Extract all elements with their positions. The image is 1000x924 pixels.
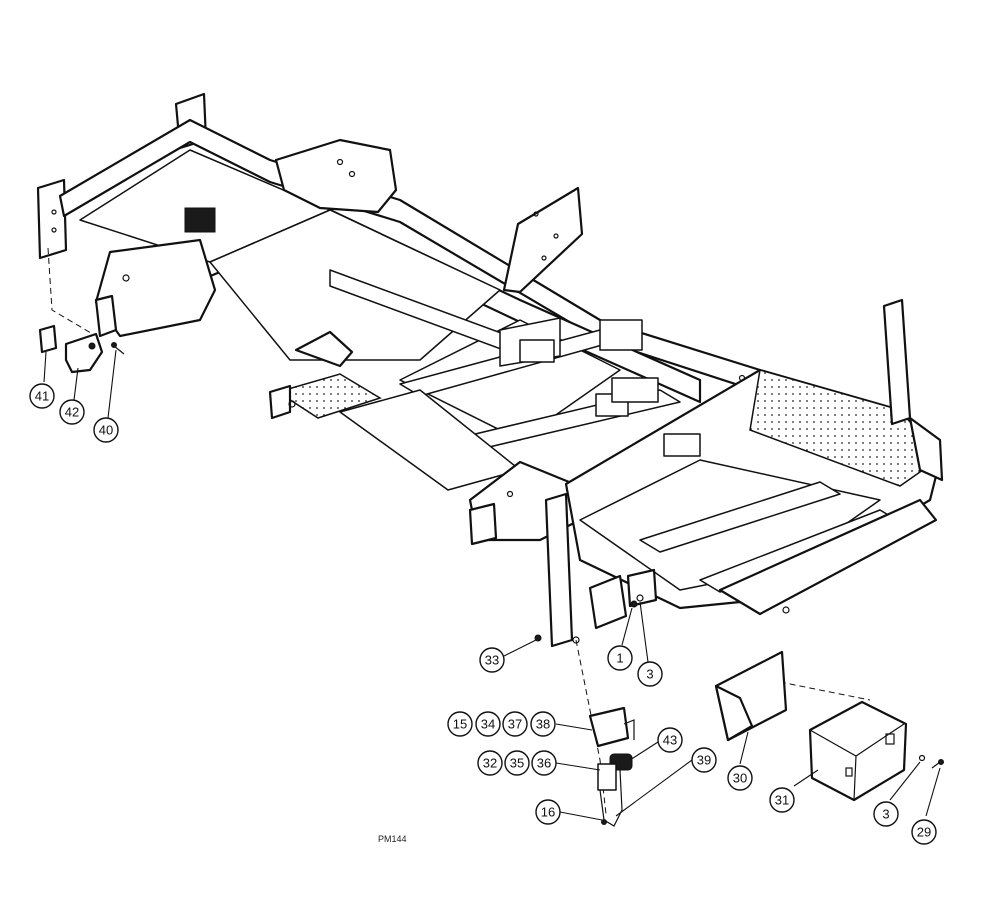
part-42-hole-icon [88,342,96,350]
cross-mount-block [519,339,555,363]
callout-43: 43 [657,727,683,753]
rear-end-plate [36,178,68,260]
callout-3-lower: 3 [873,801,899,827]
drawing-id: PM144 [378,834,407,844]
svg-text:3: 3 [646,667,653,682]
callout-16: 16 [535,799,561,825]
mount-holes [51,158,790,614]
front-foot-platform [749,369,942,487]
callout-36: 36 [531,750,557,776]
rear-mount-block [184,207,216,233]
part-16-screw-icon [601,819,607,825]
svg-text:42: 42 [65,405,79,420]
svg-text:30: 30 [733,771,747,786]
left-side-tab [268,384,292,420]
part-42-clip [64,332,104,374]
callout-3: 3 [637,661,663,687]
svg-text:31: 31 [775,793,789,808]
callout-30: 30 [727,765,753,791]
front-crossbar-1 [639,481,841,553]
callout-1: 1 [607,645,633,671]
callouts: 41 42 40 33 1 3 15 34 37 38 32 35 36 43 … [29,383,937,845]
battery-box-parts [714,650,944,802]
svg-text:41: 41 [35,389,49,404]
post-side-plate [626,568,658,608]
rear-bracket-parts [38,324,125,374]
callout-34: 34 [475,711,501,737]
front-bumper [718,498,938,616]
svg-text:43: 43 [663,733,677,748]
left-foot-platform [276,373,382,419]
part-41-bracket [38,324,58,354]
callout-32: 32 [477,750,503,776]
part-36-housing [597,763,617,791]
seat-mount-center [611,377,659,403]
svg-text:39: 39 [697,753,711,768]
part-3-washer-2-icon [918,754,926,762]
svg-text:15: 15 [453,717,467,732]
mid-mount-block [599,319,643,351]
svg-text:40: 40 [99,423,113,438]
part-31-box [808,700,908,802]
svg-text:36: 36 [537,756,551,771]
phantom-lines [47,247,871,815]
callout-39: 39 [691,747,717,773]
seat-pad-right [663,433,701,457]
part-39-harness [599,769,623,827]
callout-40: 40 [93,417,119,443]
svg-text:1: 1 [616,651,623,666]
leader-lines [43,349,941,821]
svg-text:32: 32 [483,756,497,771]
callout-15: 15 [447,711,473,737]
svg-text:37: 37 [508,717,522,732]
part-33-nut-icon [534,634,542,642]
rear-tunnel-opening [94,294,118,338]
front-tunnel-opening [468,502,498,546]
svg-text:35: 35 [510,756,524,771]
svg-text:16: 16 [541,805,555,820]
callout-41: 41 [29,383,55,409]
front-left-post [544,492,574,648]
front-corner-bracket [908,416,944,482]
control-switch-assembly [588,706,635,827]
callout-31: 31 [769,787,795,813]
callout-42: 42 [59,399,85,425]
svg-text:33: 33 [485,653,499,668]
callout-38: 38 [530,711,556,737]
post-mount-bracket [588,574,628,630]
upper-gusset [274,138,398,214]
part-38-plate [588,706,630,748]
chassis-frame [36,92,944,648]
post-hardware [534,594,644,644]
callout-35: 35 [504,750,530,776]
svg-text:34: 34 [481,717,495,732]
callout-33: 33 [479,647,505,673]
callout-29: 29 [911,819,937,845]
seat-mount-plate [502,186,584,294]
part-3-washer-icon [636,594,644,602]
side-fin [294,330,354,368]
part-1-bolt-icon [630,600,638,608]
callout-37: 37 [502,711,528,737]
svg-text:3: 3 [882,807,889,822]
svg-text:38: 38 [536,717,550,732]
svg-text:29: 29 [917,825,931,840]
